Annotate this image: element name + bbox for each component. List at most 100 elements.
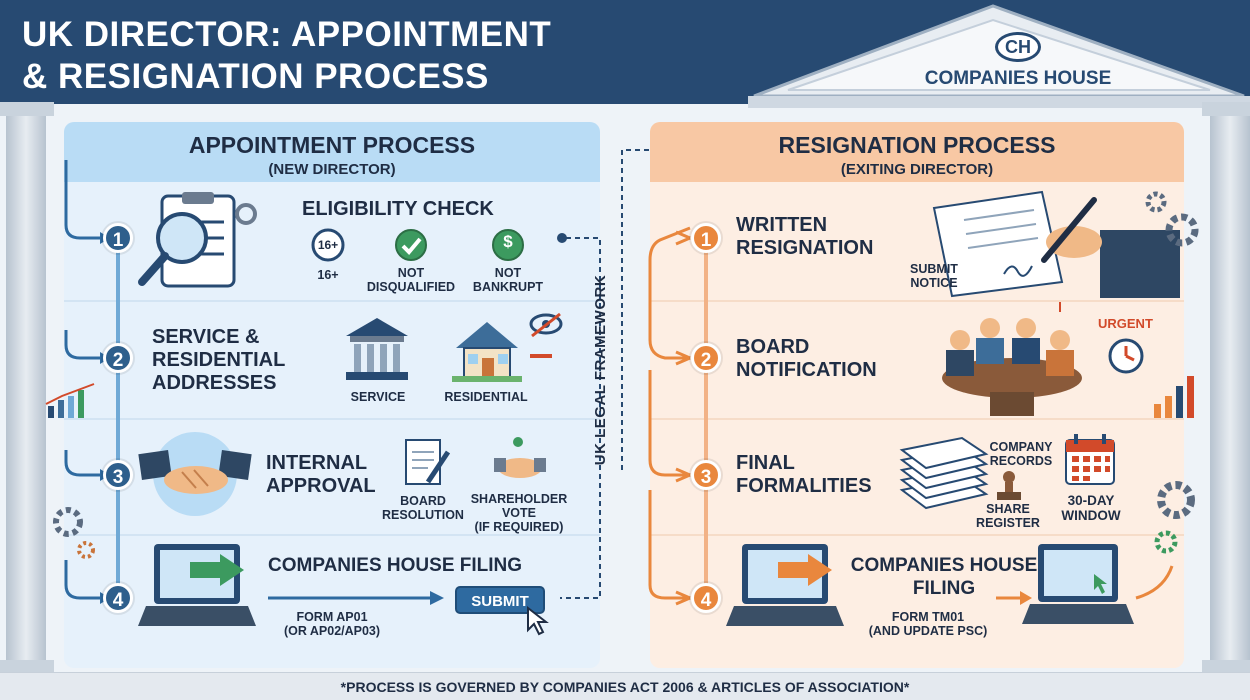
share-register-label-2: REGISTER [976, 516, 1040, 530]
resignation-step-1-title: WRITTEN RESIGNATION [736, 214, 873, 260]
uk-legal-framework-label: UK LEGAL FRAMEWORK [592, 274, 609, 466]
step-2-title-line-3: ADDRESSES [152, 372, 277, 394]
shareholder-vote-label-2: VOTE [501, 506, 537, 520]
resignation-step-2-title: BOARD NOTIFICATION [736, 336, 877, 382]
resignation-step-1-badge: 1 [691, 223, 721, 253]
footer-note: *PROCESS IS GOVERNED BY COMPANIES ACT 20… [0, 672, 1250, 700]
appointment-panel [64, 122, 600, 668]
age-16-plus-icon [311, 228, 345, 262]
resignation-title: RESIGNATION PROCESS [778, 132, 1056, 158]
appointment-step-4-badge: 4 [103, 583, 133, 613]
appointment-step-2-title: SERVICE & RESIDENTIAL ADDRESSES [152, 326, 285, 395]
r-step-2-title-line-2: NOTIFICATION [736, 359, 877, 381]
row-divider [64, 418, 600, 420]
not-bankrupt-label-2: BANKRUPT [472, 280, 544, 294]
laptop-arrow-icon [138, 544, 256, 626]
residential-label: RESIDENTIAL [444, 390, 528, 404]
r-step-2-title-line-1: BOARD [736, 336, 810, 358]
not-disqualified-label-2: DISQUALIFIED [366, 280, 456, 294]
resignation-step-4-title: COMPANIES HOUSE FILING [834, 554, 1054, 600]
appointment-step-3-title: INTERNAL APPROVAL [266, 452, 376, 498]
r-step-4-title-line-2: FILING [912, 578, 976, 599]
title-line-1: UK DIRECTOR: APPOINTMENT [22, 15, 552, 54]
update-psc-label: (AND UPDATE PSC) [868, 624, 988, 638]
gear-icon [1135, 481, 1195, 600]
companies-house-name: COMPANIES HOUSE [924, 68, 1112, 89]
stamp-icon [997, 471, 1021, 500]
appointment-step-1-title: ELIGIBILITY CHECK [302, 198, 494, 220]
row-divider [650, 300, 1184, 302]
submit-notice-label-2: NOTICE [910, 276, 958, 290]
companies-house-logo: CH [995, 32, 1041, 62]
thirty-day-window-label-2: WINDOW [1061, 508, 1121, 523]
company-records-label-2: RECORDS [989, 454, 1053, 468]
shareholder-vote-label-3: (IF REQUIRED) [474, 520, 564, 534]
submit-arrow [268, 591, 444, 605]
appointment-step-1-badge: 1 [103, 223, 133, 253]
board-resolution-label-1: BOARD [400, 494, 446, 508]
left-pillar [0, 102, 54, 674]
resignation-header: RESIGNATION PROCESS (EXITING DIRECTOR) [650, 122, 1184, 182]
building-icon [346, 318, 408, 380]
r-step-3-title-line-1: FINAL [736, 452, 795, 474]
appointment-step-3-badge: 3 [103, 460, 133, 490]
board-meeting-icon [942, 302, 1082, 416]
service-label: SERVICE [350, 390, 406, 404]
appointment-step-2-badge: 2 [103, 343, 133, 373]
records-stack-icon [899, 436, 989, 510]
row-divider [650, 534, 1184, 536]
urgent-label: URGENT [1098, 316, 1153, 331]
filing-arrow [996, 591, 1032, 605]
privacy-eye-icon [529, 312, 563, 358]
title-line-2: & RESIGNATION PROCESS [22, 57, 489, 96]
clock-icon [1108, 338, 1144, 374]
resignation-step-4-badge: 4 [691, 583, 721, 613]
r-step-1-title-line-2: RESIGNATION [736, 237, 874, 259]
age-label: 16+ [317, 268, 339, 282]
submit-notice-label-1: SUBMIT [910, 262, 958, 276]
row-divider [650, 418, 1184, 420]
thirty-day-window-label-1: 30-DAY [1067, 493, 1115, 508]
resignation-step-2-badge: 2 [691, 343, 721, 373]
company-records-label-1: COMPANY [989, 440, 1053, 454]
page-title: UK DIRECTOR: APPOINTMENT & RESIGNATION P… [22, 14, 551, 98]
gear-icon [53, 507, 95, 559]
step-2-title-line-1: SERVICE & [152, 326, 260, 348]
r-step-1-title-line-1: WRITTEN [736, 214, 828, 236]
house-icon [452, 322, 522, 382]
bar-chart-icon [1154, 376, 1194, 418]
resignation-subtitle: (EXITING DIRECTOR) [840, 161, 994, 178]
document-pen-icon [405, 439, 451, 485]
appointment-title: APPOINTMENT PROCESS [188, 132, 476, 158]
resignation-letter-signing-icon [932, 190, 1180, 298]
r-step-4-title-line-1: COMPANIES HOUSE [850, 555, 1038, 576]
not-bankrupt-label-1: NOT [494, 266, 522, 280]
calendar-icon [1065, 434, 1115, 485]
step-3-title-line-1: INTERNAL [266, 452, 368, 474]
gear-icon [1145, 191, 1199, 247]
appointment-header: APPOINTMENT PROCESS (NEW DIRECTOR) [64, 122, 600, 182]
appointment-step-4-title: COMPANIES HOUSE FILING [268, 555, 523, 576]
step-3-title-line-2: APPROVAL [266, 475, 376, 497]
cursor-icon [527, 605, 549, 636]
growth-chart-icon [45, 383, 95, 418]
laptop-cursor-icon [1022, 544, 1134, 624]
clipboard-magnifier-icon [138, 192, 257, 288]
board-resolution-label-2: RESOLUTION [382, 508, 464, 522]
form-tm01-label: FORM TM01 [891, 610, 965, 624]
form-ap01-label: FORM AP01 [296, 610, 368, 624]
row-divider [64, 300, 600, 302]
right-pillar [1202, 102, 1250, 674]
step-2-title-line-2: RESIDENTIAL [152, 349, 286, 371]
row-divider [64, 534, 600, 536]
age-16-plus-icon-text: 16+ [317, 238, 339, 252]
handshake-icon [138, 432, 252, 516]
shareholder-vote-label-1: SHAREHOLDER [470, 492, 568, 506]
form-ap02-ap03-label: (OR AP02/AP03) [283, 624, 381, 638]
r-step-3-title-line-2: FORMALITIES [736, 475, 872, 497]
share-register-label-1: SHARE [986, 502, 1030, 516]
not-disqualified-label-1: NOT [397, 266, 425, 280]
laptop-arrow-icon [726, 544, 844, 626]
resignation-step-3-badge: 3 [691, 460, 721, 490]
